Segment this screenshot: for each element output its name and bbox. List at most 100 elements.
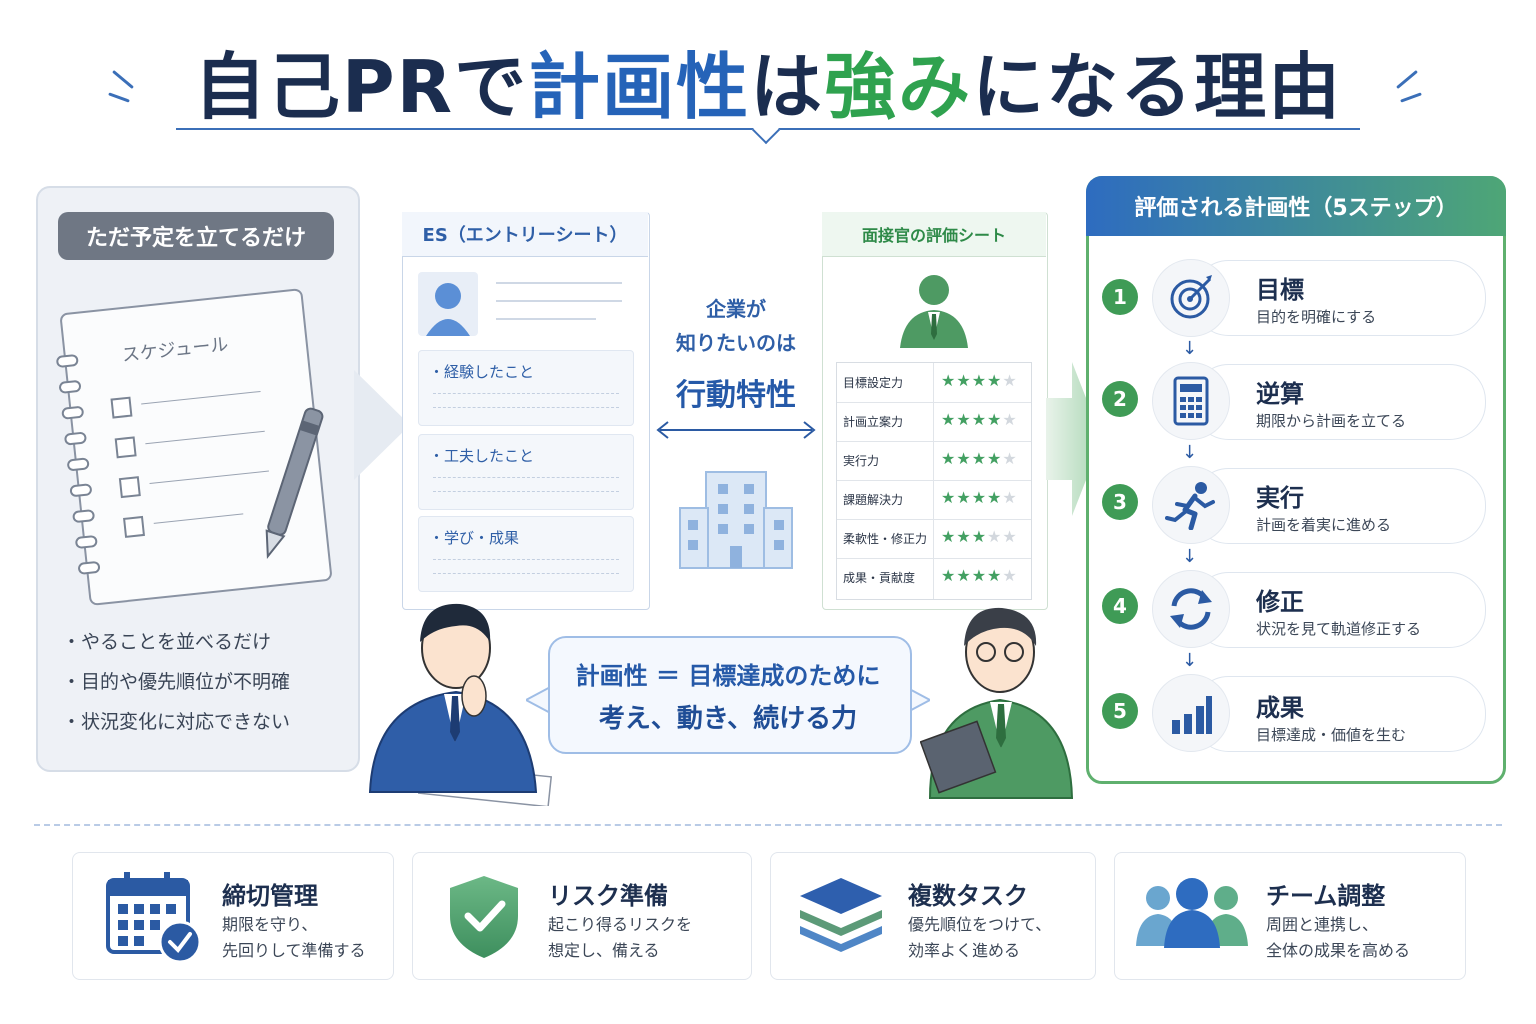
es-section-3: 学び・成果 bbox=[418, 516, 634, 592]
star-filled-icon: ★ bbox=[971, 449, 988, 468]
evaluation-label: 成果・貢献度 bbox=[843, 571, 916, 585]
star-filled-icon: ★ bbox=[956, 449, 972, 468]
step-card-4 bbox=[1192, 572, 1486, 648]
step-card-3 bbox=[1192, 468, 1486, 544]
notebook-title: スケジュール bbox=[120, 334, 230, 367]
step-title: 修正 bbox=[1256, 588, 1304, 616]
star-empty-icon: ★ bbox=[987, 527, 1003, 546]
bottom-card-title: 締切管理 bbox=[222, 882, 318, 910]
desc-line: 周囲と連携し、 bbox=[1266, 915, 1379, 934]
calendar-check-icon bbox=[106, 872, 202, 964]
layers-icon bbox=[800, 878, 882, 952]
left-bullet-1: やることを並べるだけ bbox=[62, 622, 352, 662]
left-bullet-list: やることを並べるだけ 目的や優先順位が不明確 状況変化に対応できない bbox=[62, 622, 352, 742]
es-line-1 bbox=[496, 282, 622, 284]
step-title: 成果 bbox=[1256, 694, 1304, 722]
evaluation-label: 目標設定力 bbox=[843, 376, 904, 390]
center-line-2: 知りたいのは bbox=[676, 331, 796, 355]
interviewer-illustration bbox=[920, 607, 1074, 799]
evaluation-row: 成果・貢献度 ★★★★★ bbox=[837, 558, 1031, 597]
bottom-card-desc: 周囲と連携し、全体の成果を高める bbox=[1266, 912, 1410, 964]
evaluation-row: 実行力★★★★★ bbox=[837, 441, 1031, 481]
evaluation-row: 課題解決力★★★★★ bbox=[837, 480, 1031, 520]
desc-line: 期限を守り、 bbox=[222, 915, 318, 934]
evaluation-row: 計画立案力★★★★★ bbox=[837, 402, 1031, 442]
bottom-card-desc: 起こり得るリスクを想定し、備える bbox=[548, 912, 692, 964]
star-filled-icon: ★ bbox=[971, 527, 988, 546]
title-part4: 強み bbox=[824, 45, 973, 129]
center-question: 企業が 知りたいのは bbox=[658, 292, 814, 360]
star-rating: ★★★★★ bbox=[941, 371, 1018, 390]
star-rating: ★★★★★ bbox=[941, 566, 1018, 585]
star-empty-icon: ★ bbox=[1002, 488, 1018, 507]
step-desc: 目標達成・価値を生む bbox=[1256, 726, 1407, 744]
bottom-card-title: リスク準備 bbox=[548, 882, 668, 910]
star-filled-icon: ★ bbox=[987, 449, 1003, 468]
es-line-3 bbox=[496, 318, 596, 320]
es-section-label: 学び・成果 bbox=[429, 527, 519, 548]
star-rating: ★★★★★ bbox=[941, 527, 1018, 546]
star-filled-icon: ★ bbox=[941, 566, 957, 585]
section-divider bbox=[34, 824, 1502, 826]
star-filled-icon: ★ bbox=[971, 410, 988, 429]
star-filled-icon: ★ bbox=[941, 488, 957, 507]
star-filled-icon: ★ bbox=[956, 488, 972, 507]
evaluation-row: 柔軟性・修正力★★★★★ bbox=[837, 519, 1031, 559]
step-title: 逆算 bbox=[1256, 380, 1304, 408]
star-empty-icon: ★ bbox=[1002, 410, 1018, 429]
step-number: 1 bbox=[1102, 279, 1138, 315]
evaluation-label: 計画立案力 bbox=[843, 415, 904, 429]
title-part3: は bbox=[750, 45, 825, 129]
star-rating: ★★★★★ bbox=[941, 488, 1018, 507]
step-down-arrow: ↓ bbox=[1182, 338, 1198, 359]
star-filled-icon: ★ bbox=[941, 527, 957, 546]
star-filled-icon: ★ bbox=[971, 566, 988, 585]
star-filled-icon: ★ bbox=[956, 566, 972, 585]
step-down-arrow: ↓ bbox=[1182, 546, 1198, 567]
desc-line: 想定し、備える bbox=[548, 941, 660, 960]
step-number: 4 bbox=[1102, 588, 1138, 624]
right-arrow-shape bbox=[1046, 362, 1102, 516]
bar-chart-icon bbox=[1152, 674, 1230, 752]
step-down-arrow: ↓ bbox=[1182, 442, 1198, 463]
candidate-illustration bbox=[368, 603, 553, 806]
center-line-1: 企業が bbox=[706, 297, 766, 321]
double-arrow-icon bbox=[656, 421, 816, 439]
title-part1: 自己PRで bbox=[193, 45, 529, 129]
star-filled-icon: ★ bbox=[987, 488, 1003, 507]
star-filled-icon: ★ bbox=[971, 371, 988, 390]
step-down-arrow: ↓ bbox=[1182, 650, 1198, 671]
target-icon bbox=[1152, 259, 1230, 337]
title-part5: になる理由 bbox=[972, 45, 1343, 129]
step-desc: 状況を見て軌道修正する bbox=[1256, 620, 1422, 638]
step-desc: 計画を着実に進める bbox=[1256, 516, 1392, 534]
es-section-2: 工夫したこと bbox=[418, 434, 634, 510]
bottom-card-desc: 期限を守り、先回りして準備する bbox=[222, 912, 366, 964]
refresh-icon bbox=[1152, 570, 1230, 648]
evaluation-table: 目標設定力★★★★★ 計画立案力★★★★★ 実行力★★★★★ 課題解決力★★★★… bbox=[836, 362, 1032, 600]
star-filled-icon: ★ bbox=[971, 488, 988, 507]
desc-line: 全体の成果を高める bbox=[1266, 941, 1411, 960]
center-emphasis: 行動特性 bbox=[676, 378, 796, 413]
star-filled-icon: ★ bbox=[941, 410, 957, 429]
bubble-line-1: 計画性 ＝ 目標達成のために bbox=[575, 662, 881, 690]
pen-icon bbox=[265, 407, 324, 560]
star-filled-icon: ★ bbox=[956, 371, 972, 390]
bottom-card-multitask bbox=[770, 852, 1096, 980]
step-number: 2 bbox=[1102, 381, 1138, 417]
calculator-icon bbox=[1152, 362, 1230, 440]
star-filled-icon: ★ bbox=[956, 410, 972, 429]
team-icon bbox=[1136, 878, 1248, 948]
step-card-5 bbox=[1192, 676, 1486, 752]
left-bullet-3: 状況変化に対応できない bbox=[62, 702, 352, 742]
interviewer-avatar-icon bbox=[900, 275, 968, 348]
avatar-icon bbox=[418, 272, 478, 336]
es-line-2 bbox=[496, 300, 622, 302]
title-part2: 計画性 bbox=[528, 45, 751, 129]
speech-bubble bbox=[548, 636, 912, 754]
step-title: 目標 bbox=[1256, 276, 1304, 304]
desc-line: 効率よく進める bbox=[908, 941, 1021, 960]
desc-line: 起こり得るリスクを bbox=[548, 915, 693, 934]
step-card-1 bbox=[1192, 260, 1486, 336]
runner-icon bbox=[1152, 466, 1230, 544]
